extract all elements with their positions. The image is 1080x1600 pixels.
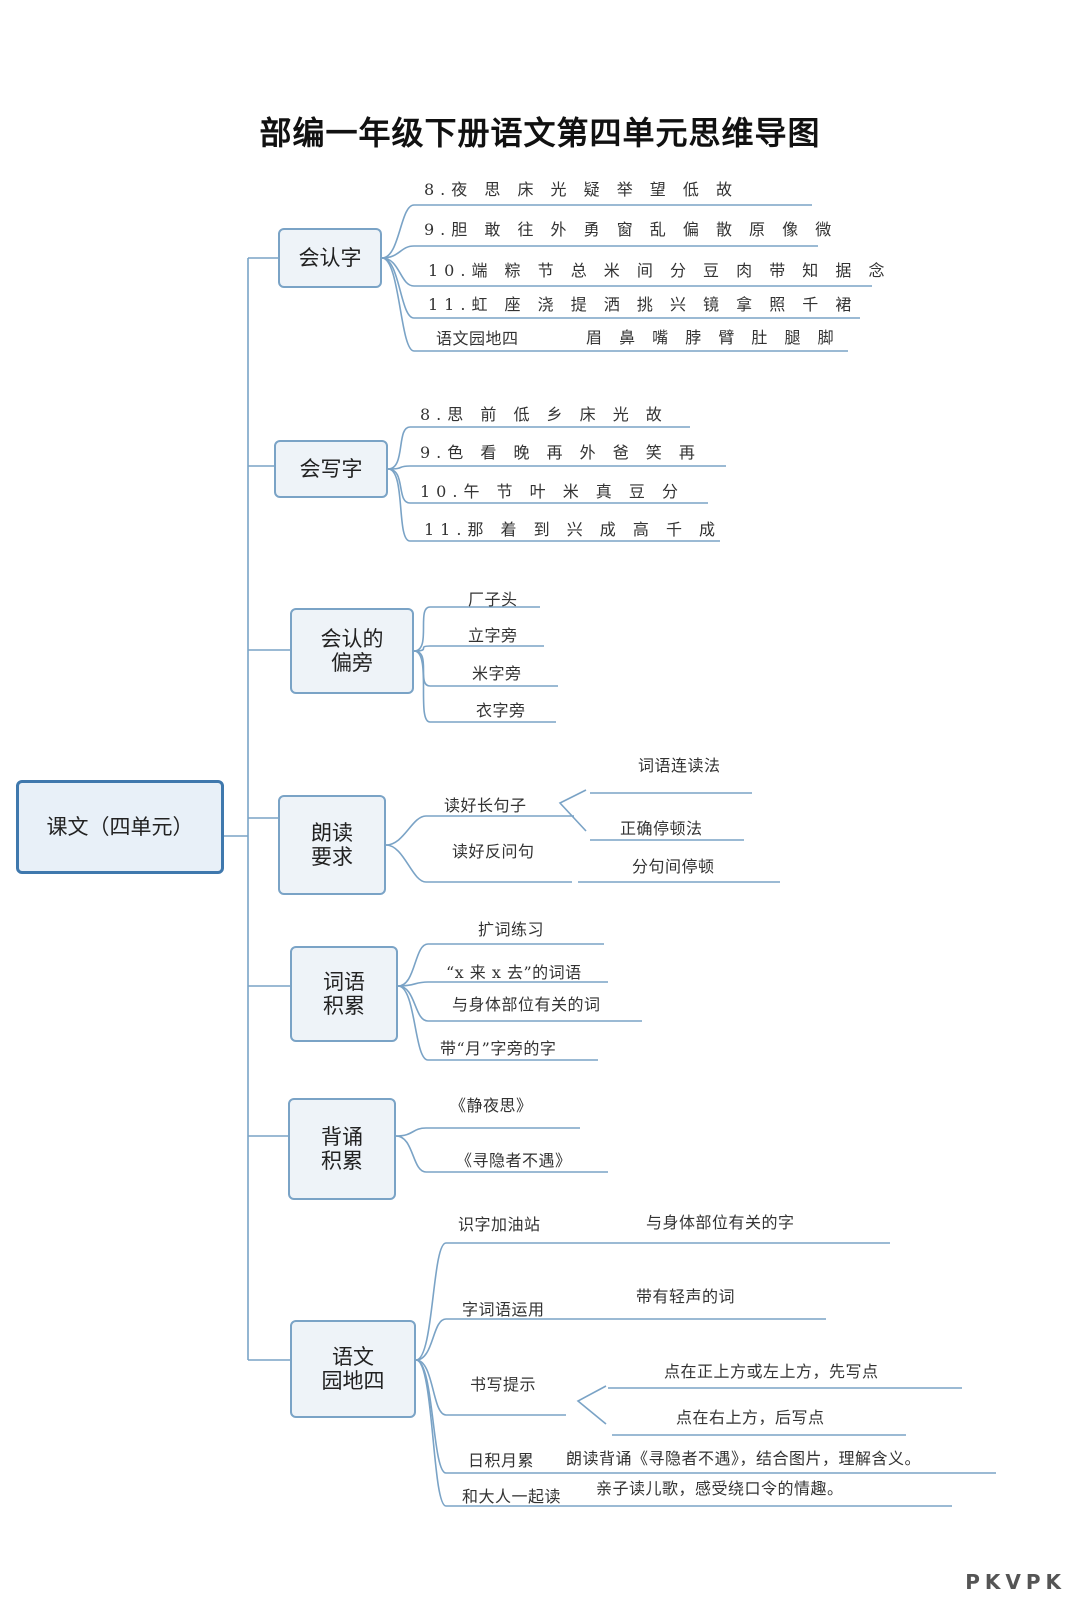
node-word-accumulation[interactable]: 词语 积累 (290, 946, 398, 1042)
garden-item-writing-tip-1: 点在正上方或左上方，先写点 (664, 1362, 879, 1381)
radicals-curve-3 (413, 650, 431, 687)
garden-curve-2 (415, 1318, 447, 1361)
words-item-1: 扩词练习 (478, 920, 545, 939)
garden-item-daily-desc: 朗读背诵《寻隐者不遇》，结合图片，理解含义。 (566, 1449, 922, 1468)
recognize-curve-1 (381, 204, 415, 259)
reading-item-rhetorical: 读好反问句 (452, 842, 535, 861)
reading-sub-bracket (558, 789, 587, 832)
radical-item-1: 厂子头 (468, 590, 518, 609)
write-item-9: 9.色 看 晚 再 外 爸 笑 再 (420, 443, 701, 462)
garden-item-words: 字词语运用 (462, 1300, 545, 1319)
recognize-item-10: 10.端 粽 节 总 米 间 分 豆 肉 带 知 据 念 (428, 261, 891, 280)
write-curve-2 (387, 465, 411, 470)
garden-item-daily: 日积月累 (468, 1451, 535, 1470)
reading-sub-1: 词语连读法 (638, 756, 721, 775)
write-curve-1 (387, 426, 411, 470)
words-curve-1 (397, 943, 429, 987)
garden-item-read-together: 和大人一起读 (462, 1487, 562, 1506)
words-item-2: “x 来 x 去”的词语 (446, 963, 582, 982)
garden-curve-3 (415, 1359, 447, 1416)
node-recognize-chars[interactable]: 会认字 (278, 228, 382, 288)
recognize-item-11: 11.虹 座 浇 提 洒 挑 兴 镜 拿 照 千 裙 (428, 295, 858, 314)
reading-curve-2 (385, 844, 427, 883)
recognize-item-8: 8.夜 思 床 光 疑 举 望 低 故 (424, 180, 738, 199)
recognize-item-9: 9.胆 敢 往 外 勇 窗 乱 偏 散 原 像 微 (424, 220, 838, 239)
radicals-curve-2 (413, 645, 431, 652)
words-item-4: 带“月”字旁的字 (440, 1039, 557, 1058)
node-recite[interactable]: 背诵 积累 (288, 1098, 396, 1200)
reading-sub-3: 分句间停顿 (632, 857, 715, 876)
recite-item-2: 《寻隐者不遇》 (456, 1151, 572, 1170)
recite-item-1: 《静夜思》 (450, 1096, 533, 1115)
recite-curve-1 (395, 1127, 427, 1137)
garden-item-literacy-desc: 与身体部位有关的字 (646, 1213, 795, 1232)
garden-curve-5 (415, 1359, 447, 1507)
radical-item-4: 衣字旁 (476, 701, 526, 720)
garden-item-read-together-desc: 亲子读儿歌，感受绕口令的情趣。 (596, 1479, 844, 1498)
garden-item-writing: 书写提示 (470, 1375, 537, 1394)
node-radicals[interactable]: 会认的 偏旁 (290, 608, 414, 694)
recognize-item-garden-chars: 眉 鼻 嘴 脖 臂 肚 腿 脚 (586, 328, 840, 347)
radicals-curve-1 (413, 606, 431, 652)
reading-item-long-sentence: 读好长句子 (444, 796, 527, 815)
radical-item-3: 米字旁 (472, 664, 522, 683)
recognize-curve-5 (381, 257, 415, 352)
root-node[interactable]: 课文（四单元） (16, 780, 224, 874)
garden-item-literacy: 识字加油站 (458, 1215, 541, 1234)
write-curve-4 (387, 468, 411, 542)
words-curve-2 (397, 981, 429, 987)
recognize-curve-2 (381, 245, 415, 259)
node-chinese-garden[interactable]: 语文 园地四 (290, 1320, 416, 1418)
recognize-curve-4 (381, 257, 415, 319)
radicals-curve-4 (413, 650, 431, 723)
recite-curve-2 (395, 1135, 427, 1173)
node-reading[interactable]: 朗读 要求 (278, 795, 386, 895)
reading-curve-1 (385, 815, 427, 846)
garden-writing-bracket (576, 1385, 607, 1425)
words-curve-4 (397, 985, 429, 1061)
write-item-10: 10.午 节 叶 米 真 豆 分 (420, 482, 684, 501)
words-item-3: 与身体部位有关的词 (452, 995, 601, 1014)
garden-item-writing-tip-2: 点在右上方，后写点 (676, 1408, 825, 1427)
radical-item-2: 立字旁 (468, 626, 518, 645)
garden-curve-1 (415, 1242, 447, 1361)
garden-item-words-desc: 带有轻声的词 (636, 1287, 736, 1306)
write-item-8: 8.思 前 低 乡 床 光 故 (420, 405, 668, 424)
page-title: 部编一年级下册语文第四单元思维导图 (259, 114, 821, 152)
recognize-item-garden: 语文园地四 (436, 329, 519, 348)
node-write-chars[interactable]: 会写字 (274, 440, 388, 498)
watermark: PKVPK (965, 1570, 1066, 1594)
reading-sub-2: 正确停顿法 (620, 819, 703, 838)
write-item-11: 11.那 着 到 兴 成 高 千 成 (424, 520, 722, 539)
